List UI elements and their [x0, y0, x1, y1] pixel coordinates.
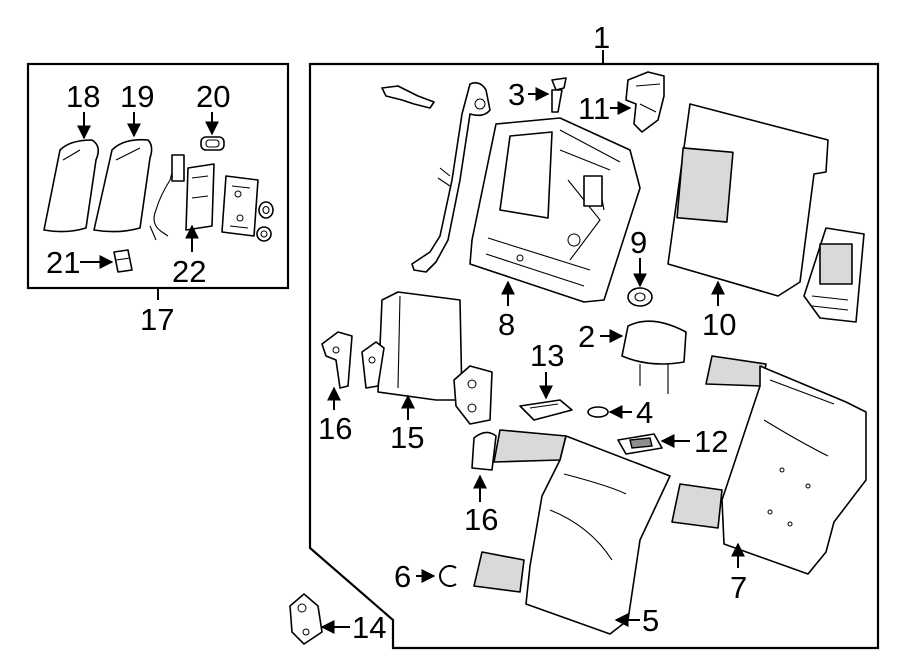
callout-18: 18: [66, 79, 100, 114]
back-panel: [667, 103, 829, 297]
latch-plate: [185, 163, 215, 231]
callout-7: 7: [730, 570, 747, 605]
callout-3: 3: [508, 77, 525, 112]
side-bolster-trim: [471, 431, 497, 471]
callout-13: 13: [530, 338, 564, 373]
callout-16-right: 16: [464, 502, 498, 537]
bushing-9: [627, 287, 653, 307]
callout-9: 9: [630, 225, 647, 260]
headrest: [621, 320, 687, 394]
mounting-bracket: [221, 175, 259, 237]
button-4: [587, 406, 609, 418]
callout-10: 10: [702, 307, 736, 342]
headrest-guide: [551, 77, 567, 113]
armrest-assembly: [377, 291, 463, 401]
trim-cover-left: [43, 139, 100, 233]
trim-cover-right: [93, 138, 153, 233]
callout-17: 17: [140, 302, 174, 337]
seat-belt-guide-clip: [381, 85, 435, 109]
leader-arrows: [77, 87, 745, 634]
seatback-frame: [469, 117, 641, 303]
release-button: [200, 136, 225, 151]
pivot-bracket: [453, 365, 493, 425]
main-assembly-frame: [308, 62, 880, 650]
callout-11: 11: [578, 91, 610, 126]
bracket-14: [289, 593, 323, 645]
seat-belt-strap: [411, 82, 491, 273]
callout-14: 14: [352, 610, 386, 645]
hinge-bracket-right: [361, 341, 385, 389]
callout-19: 19: [120, 79, 154, 114]
callout-4: 4: [636, 395, 653, 430]
c-clip: [439, 565, 457, 587]
grommet-top: [258, 201, 274, 219]
seatback-cover: [671, 355, 867, 575]
callout-21: 21: [46, 245, 80, 280]
callout-16-left: 16: [318, 411, 352, 446]
callout-20: 20: [196, 79, 230, 114]
callout-8: 8: [498, 307, 515, 342]
callout-15: 15: [390, 420, 424, 455]
hinge-bracket-left: [321, 331, 353, 389]
release-cable: [149, 154, 185, 241]
bezel-12: [617, 433, 663, 455]
callout-2: 2: [578, 319, 595, 354]
callout-1: 1: [593, 20, 610, 55]
seat-cushion: [473, 429, 671, 635]
callout-6: 6: [394, 559, 411, 594]
callout-labels: 1 2 3 4 5 6 7 8 9 10 11 12 13 14 15 16 1…: [46, 20, 747, 645]
armrest-cupholder-pad: [803, 227, 865, 323]
grommet-bottom: [256, 226, 272, 242]
bezel-13: [519, 399, 573, 421]
callout-5: 5: [642, 603, 659, 638]
callout-12: 12: [694, 424, 728, 459]
callout-22: 22: [172, 254, 206, 289]
clip-21: [113, 249, 133, 273]
latch-housing: [625, 71, 665, 133]
